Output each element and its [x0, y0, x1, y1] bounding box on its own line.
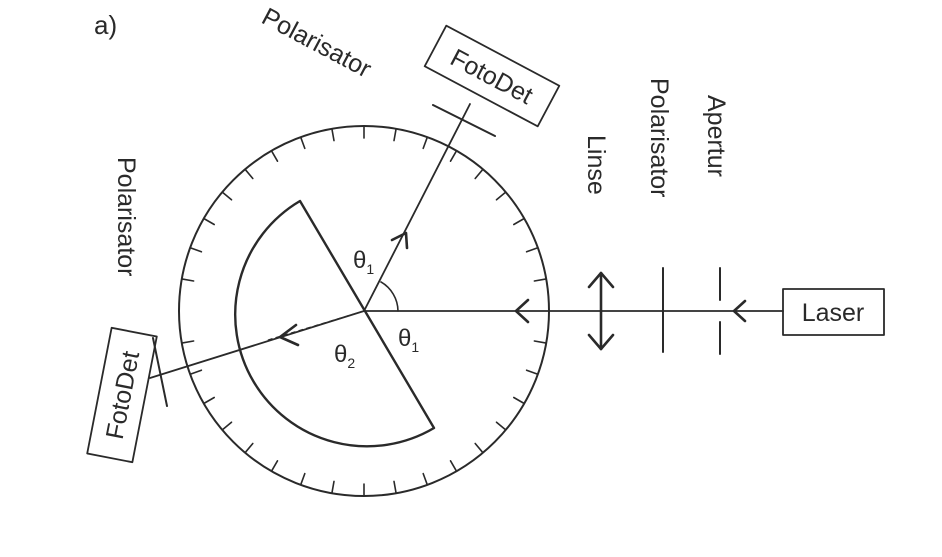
goniometer-tick: [533, 278, 548, 282]
goniometer-tick: [189, 246, 203, 253]
goniometer-tick: [512, 396, 526, 405]
goniometer-tick: [221, 191, 233, 201]
reflected-polarizer: [432, 104, 496, 137]
goniometer-tick: [299, 472, 306, 486]
panel-label: a): [94, 10, 117, 40]
transmitted-detector-box: [86, 326, 158, 464]
goniometer-tick: [270, 150, 279, 162]
goniometer-tick: [495, 421, 507, 431]
goniometer-tick: [449, 150, 458, 162]
aperture-label: Apertur: [702, 95, 730, 177]
reflected-detector-label: FotoDet: [446, 44, 538, 110]
lens-label: Linse: [582, 135, 610, 195]
goniometer-tick: [525, 369, 539, 376]
reflected-beam-arrow: [390, 231, 409, 250]
goniometer-tick: [533, 340, 548, 344]
transmitted-polarizer-label: Polarisator: [112, 157, 140, 277]
transmitted-beam-arrow: [278, 323, 300, 347]
reflected-beam: [363, 103, 471, 312]
goniometer-tick: [393, 128, 397, 142]
transmitted-detector: FotoDet: [86, 326, 158, 464]
incidence-angle-arc: [380, 281, 399, 312]
laser-box: [782, 288, 885, 336]
goniometer-tick: [422, 472, 429, 486]
reflected-polarizer-label: Polarisator: [257, 3, 376, 84]
goniometer-tick: [495, 191, 507, 201]
incident-beam-arrow: [514, 298, 530, 324]
goniometer-tick: [203, 217, 215, 226]
goniometer-tick: [181, 340, 195, 344]
goniometer-tick: [474, 168, 484, 180]
goniometer-tick: [512, 217, 526, 226]
goniometer-tick: [422, 136, 429, 150]
goniometer-tick: [181, 278, 195, 282]
goniometer-tick: [244, 442, 254, 454]
reflected-angle-label: θ1: [353, 247, 374, 277]
goniometer-tick: [331, 480, 335, 495]
reflected-detector-box: [423, 24, 561, 128]
source-polarizer-label: Polarisator: [645, 78, 673, 198]
transmitted-polarizer: [152, 337, 168, 407]
laser-output-arrow: [732, 299, 747, 323]
incident-angle-label: θ1: [398, 325, 419, 355]
goniometer-tick: [449, 459, 458, 473]
goniometer-tick: [299, 136, 306, 150]
transmitted-beam: [149, 310, 365, 379]
lens-element: [587, 271, 615, 351]
goniometer-tick: [244, 168, 254, 180]
goniometer-tick: [525, 246, 539, 253]
goniometer-tick-marks: [181, 125, 548, 497]
goniometer-tick: [270, 459, 279, 473]
semicircular-sample: [234, 199, 436, 448]
laser-label: Laser: [802, 299, 865, 327]
goniometer-tick: [189, 369, 203, 376]
transmitted-angle-label: θ2: [334, 341, 355, 371]
goniometer-tick: [474, 442, 484, 454]
goniometer-tick: [221, 421, 233, 431]
goniometer-tick: [203, 396, 215, 405]
goniometer-tick: [393, 480, 397, 495]
goniometer-tick: [331, 128, 335, 142]
